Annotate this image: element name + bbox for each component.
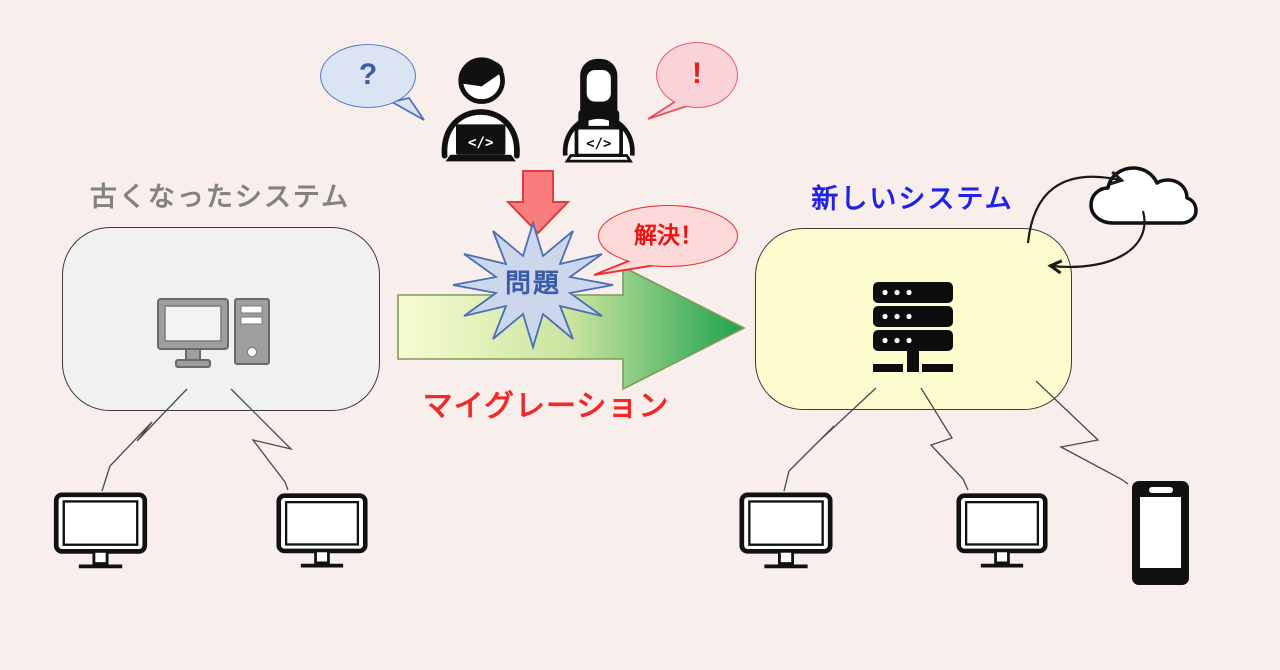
old-system-title: 古くなったシステム xyxy=(89,182,351,212)
lightning-line xyxy=(783,387,877,492)
problem-down-arrow xyxy=(505,170,571,235)
code-glyph: </> xyxy=(586,136,611,152)
solved-bubble-label: 解決！ xyxy=(634,222,703,248)
developer-light-laptop-icon: </> xyxy=(562,58,635,163)
monitor-icon xyxy=(56,495,145,567)
lightning-line xyxy=(230,388,294,491)
solved-bubble xyxy=(593,205,738,276)
exclamation-bubble xyxy=(647,42,738,120)
problem-burst xyxy=(452,219,614,351)
migration-label: マイグレーション xyxy=(422,390,670,423)
desktop-pc-icon xyxy=(157,298,270,368)
new-system-title: 新しいシステム xyxy=(811,184,1014,214)
question-mark: ? xyxy=(358,58,378,91)
code-glyph: </> xyxy=(468,135,494,151)
lightning-line xyxy=(101,388,188,492)
server-icon xyxy=(873,282,953,372)
developer-dark-laptop-icon: </> xyxy=(441,57,520,162)
migration-arrow xyxy=(397,265,746,391)
monitor-icon xyxy=(959,496,1045,566)
lightning-line xyxy=(920,387,969,491)
problem-burst-label: 問題 xyxy=(504,268,561,298)
connection-lightning-lines xyxy=(101,380,1129,492)
exclamation-mark: ! xyxy=(692,57,702,90)
cloud-sync-arrows-icon xyxy=(1026,177,1146,267)
monitor-icon xyxy=(742,495,830,566)
monitor-icon xyxy=(279,496,365,566)
question-bubble xyxy=(320,44,425,121)
smartphone-icon xyxy=(1132,481,1189,585)
lightning-line xyxy=(1035,380,1129,485)
